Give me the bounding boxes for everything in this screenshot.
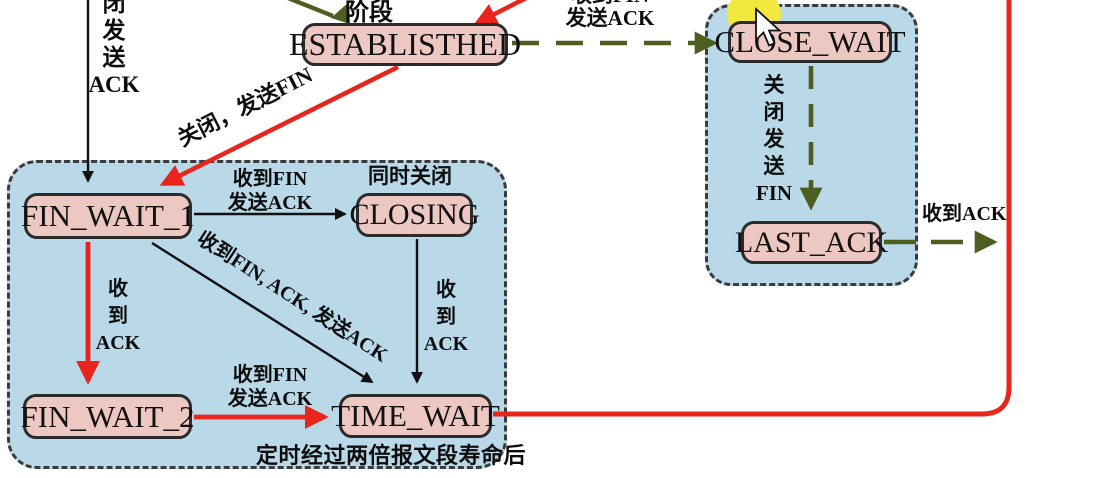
recv-fin-closing-line1: 收到FIN (232, 168, 308, 190)
recv-fin-to-closing-label: 收到FIN 发送ACK (215, 167, 325, 215)
recv-ack-mid-char: ACK (423, 333, 469, 355)
close-send-ack-char: 闭 (102, 0, 126, 16)
close-send-ack-char: 发 (102, 18, 126, 43)
recv-ack-left-char: 收 (108, 278, 128, 300)
edge-phase-fragment (287, 0, 334, 19)
recv-ack-left-vertical-label: 收 到 ACK (96, 276, 140, 357)
recv-fin-to-timewait-label: 收到FIN 发送ACK (215, 363, 325, 411)
timer-note-label: 定时经过两倍报文段寿命后 (256, 443, 527, 468)
recv-ack-mid-char: 收 (436, 279, 456, 301)
recv-fin-closing-line2: 发送ACK (227, 192, 313, 214)
close-send-ack-vertical-label: 闭 发 送 ACK (88, 0, 139, 98)
close-send-fin-char: 关 (763, 73, 785, 97)
close-send-ack-char: ACK (88, 72, 140, 97)
close-send-ack-char: 送 (102, 45, 126, 70)
state-time-wait: TIME_WAIT (331, 394, 500, 438)
state-fin-wait-2-label: FIN_WAIT_2 (20, 398, 195, 434)
recv-ack-right-label: 收到ACK (922, 203, 1007, 225)
recv-ack-mid-char: 到 (436, 306, 456, 328)
recv-fin-timewait-line1: 收到FIN (232, 364, 308, 386)
edge-into-established (473, 0, 528, 26)
simultaneous-close-label: 同时关闭 (368, 164, 452, 188)
state-close-wait: CLOSE_WAIT (714, 21, 906, 63)
state-last-ack: LAST_ACK (735, 221, 888, 264)
state-established-label: ESTABLISTHED (288, 26, 522, 62)
close-send-fin-char: FIN (755, 181, 793, 205)
close-send-fin-char: 闭 (763, 100, 785, 124)
state-time-wait-label: TIME_WAIT (331, 398, 500, 433)
state-closing-label: CLOSING (349, 198, 480, 231)
close-send-fin-label: 关闭，发送FIN (173, 61, 317, 152)
phase-label: 阶段 (345, 0, 393, 26)
close-send-fin-char: 送 (763, 154, 785, 178)
recv-ack-left-char: 到 (108, 305, 128, 327)
state-fin-wait-1: FIN_WAIT_1 (21, 193, 195, 239)
state-last-ack-label: LAST_ACK (734, 225, 889, 259)
state-fin-wait-1-label: FIN_WAIT_1 (21, 198, 195, 233)
close-send-fin-char: 发 (763, 127, 785, 151)
recv-fin-top-line2: 发送ACK (565, 6, 655, 30)
state-fin-wait-2: FIN_WAIT_2 (20, 394, 195, 439)
close-send-fin-vertical-label: 关 闭 发 送 FIN (752, 72, 796, 207)
state-close-wait-label: CLOSE_WAIT (714, 24, 906, 59)
recv-fin-send-ack-top-label: 收到FIN 发送ACK (556, 0, 664, 30)
state-closing: CLOSING (350, 193, 480, 237)
recv-ack-mid-vertical-label: 收 到 ACK (424, 277, 468, 358)
state-established: ESTABLISTHED (289, 23, 521, 66)
recv-ack-left-char: ACK (95, 332, 141, 354)
recv-fin-timewait-line2: 发送ACK (227, 388, 313, 410)
